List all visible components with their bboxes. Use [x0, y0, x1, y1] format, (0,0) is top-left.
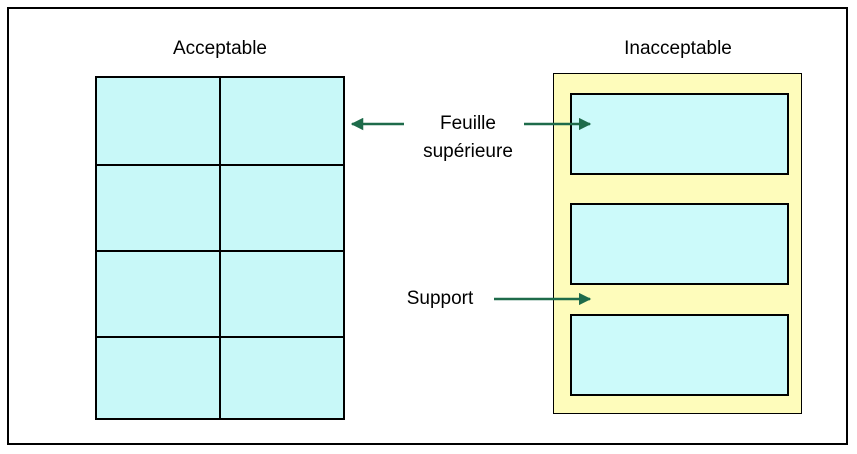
top-sheet-callout-line2: supérieure: [423, 141, 513, 162]
label-cell: [220, 77, 344, 165]
label-cell: [96, 165, 220, 251]
label-cell: [570, 203, 789, 285]
label-cell: [570, 93, 789, 175]
label-cell: [220, 165, 344, 251]
top-sheet-callout-line1: Feuille: [440, 113, 496, 134]
backing-callout: Support: [406, 288, 474, 309]
acceptable-title: Acceptable: [172, 38, 267, 59]
label-cell: [96, 251, 220, 337]
acceptable-label-sheet: [95, 76, 345, 420]
label-cell: [570, 314, 789, 396]
label-cell: [220, 251, 344, 337]
inacceptable-title: Inacceptable: [624, 38, 732, 59]
label-cell: [96, 337, 220, 419]
label-cell: [220, 337, 344, 419]
inacceptable-label-sheet: [553, 73, 802, 414]
label-cell: [96, 77, 220, 165]
